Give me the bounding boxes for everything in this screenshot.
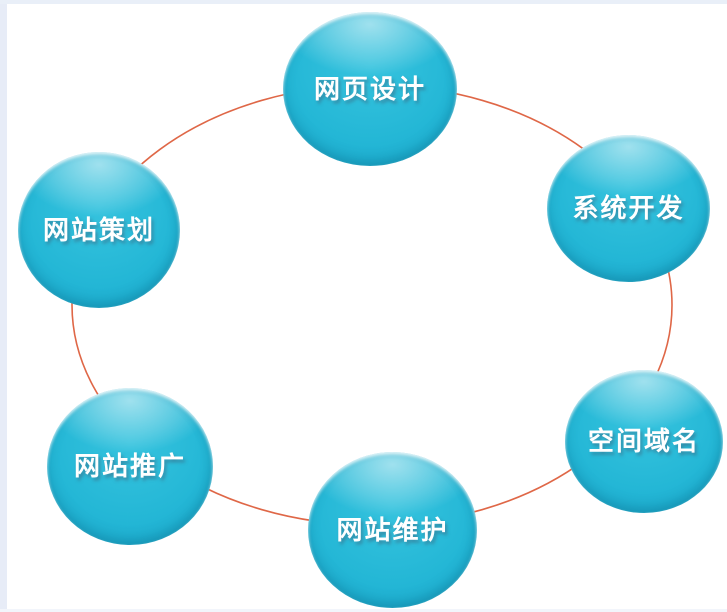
page-bottom-border [0, 609, 727, 612]
page-top-border [0, 0, 727, 4]
node-web-page-design: 网页设计 [283, 12, 457, 166]
node-system-development: 系统开发 [547, 135, 710, 282]
node-space-domain-label: 空间域名 [587, 426, 700, 456]
node-web-page-design-label: 网页设计 [313, 73, 426, 104]
node-space-domain: 空间域名 [565, 370, 723, 513]
node-website-planning-label: 网站策划 [42, 214, 155, 245]
page-left-border [0, 0, 7, 612]
node-system-development-label: 系统开发 [572, 193, 685, 223]
node-website-maintenance: 网站维护 [308, 452, 477, 608]
node-website-maintenance-label: 网站维护 [336, 514, 449, 545]
node-website-promotion-label: 网站推广 [73, 451, 186, 481]
node-website-promotion: 网站推广 [47, 388, 213, 545]
node-website-planning: 网站策划 [18, 152, 180, 308]
